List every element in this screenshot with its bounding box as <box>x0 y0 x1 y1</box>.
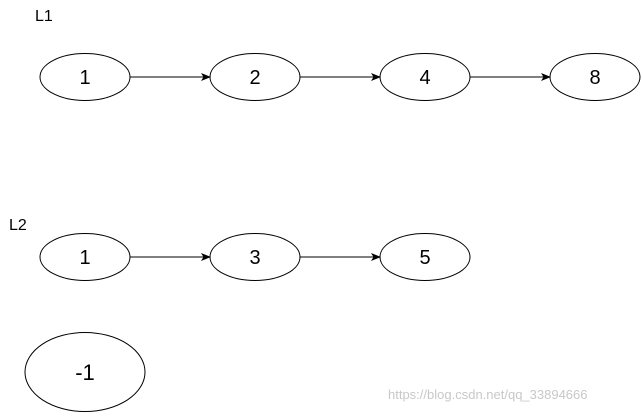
l2-node-0: 1 <box>39 233 131 281</box>
l1-node-3-value: 8 <box>589 67 600 89</box>
l1-node-0-value: 1 <box>79 67 90 89</box>
l1-node-0: 1 <box>39 53 131 101</box>
extra-node: -1 <box>24 332 146 412</box>
l2-node-2: 5 <box>379 233 471 281</box>
l1-node-3: 8 <box>549 53 641 101</box>
l1-node-1: 2 <box>209 53 301 101</box>
list-label-l2: L2 <box>9 217 27 234</box>
l1-node-2-value: 4 <box>419 67 430 89</box>
list-label-l1: L1 <box>35 8 53 25</box>
l1-node-2: 4 <box>379 53 471 101</box>
l1-node-1-value: 2 <box>249 67 260 89</box>
l2-node-1-value: 3 <box>249 247 260 269</box>
l2-node-1: 3 <box>209 233 301 281</box>
extra-node-value: -1 <box>75 360 95 385</box>
l2-node-0-value: 1 <box>79 247 90 269</box>
l2-node-2-value: 5 <box>419 247 430 269</box>
watermark-text: https://blog.csdn.net/qq_33894666 <box>388 387 588 402</box>
